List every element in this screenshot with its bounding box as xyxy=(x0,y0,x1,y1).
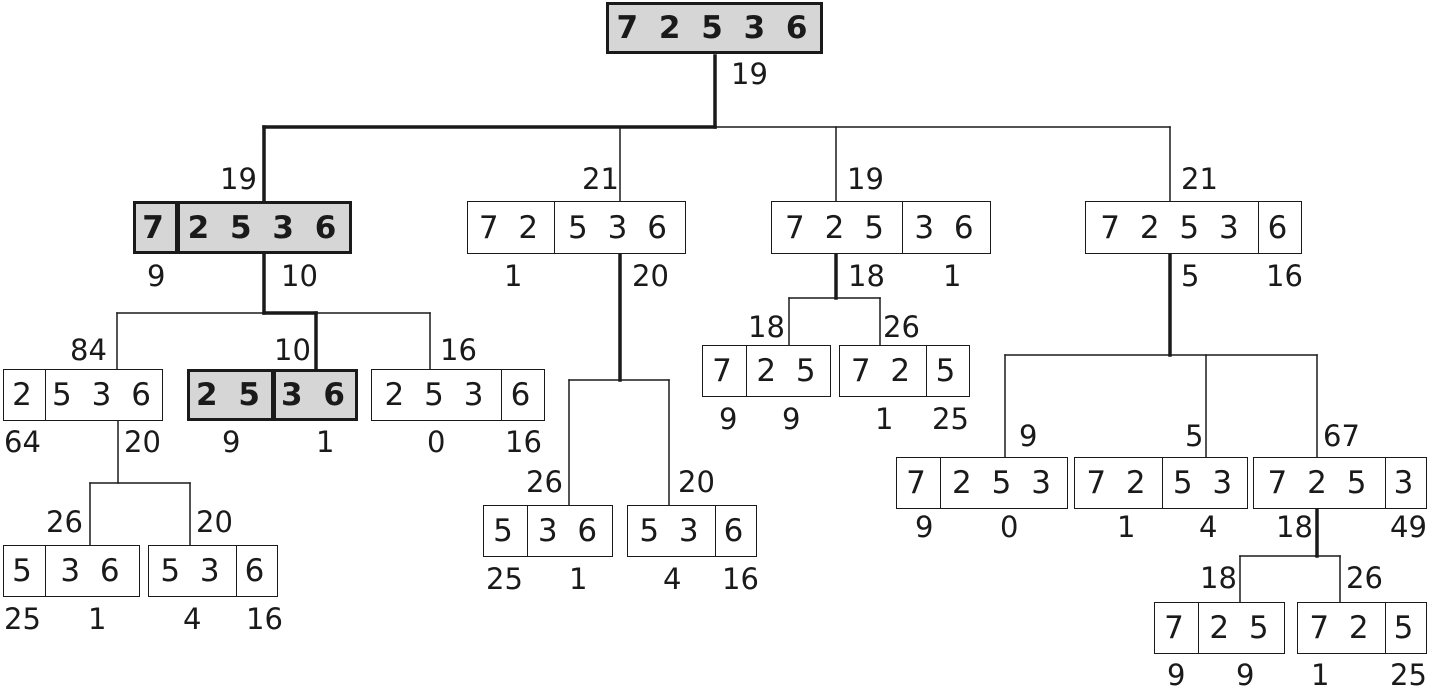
node-s3b-segment-1: 5 xyxy=(926,345,970,397)
label-s2b-right: 16 xyxy=(722,562,759,596)
node-root-segment-0: 7 2 5 3 6 xyxy=(606,2,823,54)
node-s1-segment-1: 2 5 3 6 xyxy=(177,201,352,254)
label-s4c-cost: 67 xyxy=(1323,419,1360,453)
label-s4a-right: 0 xyxy=(1000,510,1019,544)
label-s1aa-cost: 26 xyxy=(46,505,83,539)
label-s4cb-cost: 26 xyxy=(1346,561,1383,595)
label-s3a-cost: 18 xyxy=(748,310,785,344)
label-s1b-cost: 10 xyxy=(274,333,311,367)
label-s3a-right: 9 xyxy=(782,402,801,436)
node-s1ab-segment-1: 6 xyxy=(236,545,278,597)
label-s4-cost: 21 xyxy=(1181,162,1218,196)
label-s2b-left: 4 xyxy=(663,562,682,596)
label-s1a-left: 64 xyxy=(4,425,41,459)
label-s1b-right: 1 xyxy=(316,425,335,459)
node-s4-segment-0: 7 2 5 3 xyxy=(1085,201,1259,254)
label-s3-right: 1 xyxy=(943,259,962,293)
label-s2a-left: 25 xyxy=(486,562,523,596)
label-s1aa-left: 25 xyxy=(4,602,41,636)
label-s3b-right: 25 xyxy=(932,402,969,436)
label-s4ca-left: 9 xyxy=(1167,658,1186,692)
label-s2b-cost: 20 xyxy=(678,465,715,499)
node-s1b-segment-1: 3 6 xyxy=(273,369,358,421)
node-s1aa-segment-1: 3 6 xyxy=(45,545,140,597)
node-s2b-segment-0: 5 3 xyxy=(627,505,716,557)
label-s3-cost: 19 xyxy=(847,162,884,196)
node-s4a-segment-0: 7 xyxy=(896,457,941,509)
label-s4-right: 16 xyxy=(1266,259,1303,293)
label-s4b-right: 4 xyxy=(1199,510,1218,544)
node-s1a-segment-0: 2 xyxy=(3,369,46,421)
label-s1-cost: 19 xyxy=(220,162,257,196)
label-s4a-cost: 9 xyxy=(1019,419,1038,453)
label-s4b-left: 1 xyxy=(1117,510,1136,544)
label-s4a-left: 9 xyxy=(915,510,934,544)
node-s1b-segment-0: 2 5 xyxy=(187,369,274,421)
label-s4c-left: 18 xyxy=(1276,510,1313,544)
node-s4ca-segment-0: 7 xyxy=(1154,602,1199,654)
label-s1c-left: 0 xyxy=(427,425,446,459)
label-s1-right: 10 xyxy=(281,259,318,293)
label-s1a-cost: 84 xyxy=(70,333,107,367)
label-s2-cost: 21 xyxy=(582,162,619,196)
node-s2-segment-1: 5 3 6 xyxy=(554,201,686,254)
node-s4c-segment-1: 3 xyxy=(1385,457,1427,509)
label-s4cb-left: 1 xyxy=(1311,658,1330,692)
node-s2-segment-0: 7 2 xyxy=(467,201,555,254)
node-s3b-segment-0: 7 2 xyxy=(839,345,927,397)
label-s1ab-right: 16 xyxy=(246,602,283,636)
label-s4cb-right: 25 xyxy=(1390,658,1427,692)
label-s1ab-cost: 20 xyxy=(196,505,233,539)
node-s3a-segment-1: 2 5 xyxy=(746,345,831,397)
node-s1a-segment-1: 5 3 6 xyxy=(45,369,163,421)
label-s2a-cost: 26 xyxy=(526,465,563,499)
node-s1-segment-0: 7 xyxy=(133,201,178,254)
label-s3b-left: 1 xyxy=(875,402,894,436)
node-s4ca-segment-1: 2 5 xyxy=(1198,602,1285,654)
node-s3-segment-0: 7 2 5 xyxy=(771,201,903,254)
node-s1c-segment-0: 2 5 3 xyxy=(371,369,502,421)
label-s1aa-right: 1 xyxy=(88,602,107,636)
label-s3a-left: 9 xyxy=(719,402,738,436)
node-s3a-segment-0: 7 xyxy=(702,345,747,397)
node-s4b-segment-1: 5 3 xyxy=(1162,457,1248,509)
node-s2b-segment-1: 6 xyxy=(715,505,757,557)
label-s4c-right: 49 xyxy=(1390,510,1427,544)
label-s1ab-left: 4 xyxy=(183,602,202,636)
label-s2-left: 1 xyxy=(504,259,523,293)
label-s1c-cost: 16 xyxy=(440,333,477,367)
node-s4c-segment-0: 7 2 5 xyxy=(1253,457,1386,509)
node-s1ab-segment-0: 5 3 xyxy=(148,545,237,597)
node-s4-segment-1: 6 xyxy=(1258,201,1302,254)
node-s4a-segment-1: 2 5 3 xyxy=(940,457,1068,509)
node-s4b-segment-0: 7 2 xyxy=(1074,457,1163,509)
label-s1c-right: 16 xyxy=(505,425,542,459)
label-s1b-left: 9 xyxy=(222,425,241,459)
label-s4ca-cost: 18 xyxy=(1200,561,1237,595)
label-s2-right: 20 xyxy=(632,259,669,293)
label-s3-left: 18 xyxy=(848,259,885,293)
label-s4ca-right: 9 xyxy=(1236,658,1255,692)
label-s1-left: 9 xyxy=(147,259,166,293)
label-s4b-cost: 5 xyxy=(1185,419,1204,453)
node-s2a-segment-0: 5 xyxy=(483,505,528,557)
label-s1a-right: 20 xyxy=(124,425,161,459)
node-s1c-segment-1: 6 xyxy=(501,369,545,421)
node-s4cb-segment-1: 5 xyxy=(1385,602,1427,654)
node-s1aa-segment-0: 5 xyxy=(3,545,46,597)
node-s2a-segment-1: 3 6 xyxy=(527,505,613,557)
node-s4cb-segment-0: 7 2 xyxy=(1297,602,1386,654)
label-s2a-right: 1 xyxy=(569,562,588,596)
label-root-cost: 19 xyxy=(731,57,768,91)
label-s4-left: 5 xyxy=(1181,259,1200,293)
label-s3b-cost: 26 xyxy=(883,310,920,344)
node-s3-segment-1: 3 6 xyxy=(902,201,991,254)
